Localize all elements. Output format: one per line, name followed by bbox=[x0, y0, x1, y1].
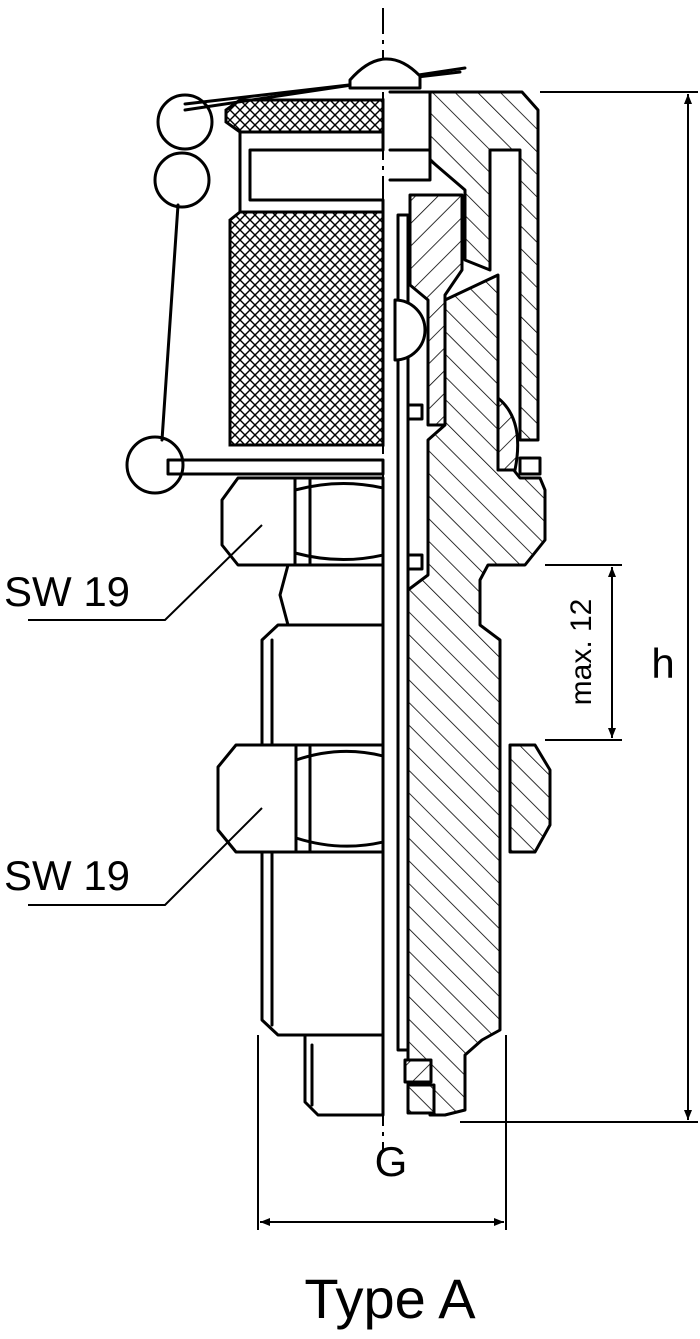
bottom-seal bbox=[403, 1058, 433, 1084]
cap-knob bbox=[348, 57, 422, 90]
label-dim-g: G bbox=[375, 1138, 408, 1185]
caption: Type A bbox=[304, 1267, 476, 1330]
body-neck bbox=[278, 563, 385, 627]
check-ball bbox=[393, 298, 427, 362]
o-ring-section bbox=[496, 396, 520, 472]
label-dim-h: h bbox=[651, 640, 674, 687]
chain-ring-2 bbox=[153, 151, 211, 209]
section-view bbox=[388, 90, 552, 1117]
bottom-seal-2 bbox=[406, 1083, 436, 1115]
upper-hex-chamfer bbox=[293, 482, 385, 561]
sleeve-knurl bbox=[228, 210, 385, 447]
safety-chain bbox=[125, 57, 467, 495]
label-sw19-lower: SW 19 bbox=[4, 852, 130, 899]
leader-sw19-lower bbox=[28, 807, 263, 906]
exterior-view bbox=[166, 98, 385, 1117]
lower-hex-nut bbox=[216, 743, 385, 854]
leader-lines bbox=[28, 524, 263, 906]
lower-hex-section bbox=[508, 743, 552, 854]
cap-knurl-top bbox=[224, 98, 385, 134]
bottom-spigot bbox=[303, 1033, 385, 1117]
thread-body bbox=[260, 850, 385, 1037]
stem-detail-2 bbox=[406, 553, 424, 571]
leader-sw19-upper bbox=[28, 524, 263, 621]
chain-ring-3 bbox=[125, 435, 185, 495]
pin-end-right bbox=[518, 456, 542, 476]
upper-hex-nut bbox=[220, 476, 385, 567]
body-upper bbox=[260, 623, 385, 747]
stem-detail-1 bbox=[406, 403, 424, 421]
lower-hex-chamfer bbox=[294, 749, 385, 848]
cap-shell-section bbox=[428, 90, 540, 442]
chain-wire bbox=[160, 203, 180, 442]
cap-inner-steps bbox=[388, 148, 432, 182]
label-dim-max: max. 12 bbox=[565, 599, 598, 706]
dimensions bbox=[257, 91, 698, 1230]
label-sw19-upper: SW 19 bbox=[4, 568, 130, 615]
valve-stem bbox=[396, 213, 410, 1052]
retaining-pin bbox=[166, 458, 385, 476]
cap-neck bbox=[238, 130, 385, 214]
chain-ring-1 bbox=[156, 93, 214, 151]
